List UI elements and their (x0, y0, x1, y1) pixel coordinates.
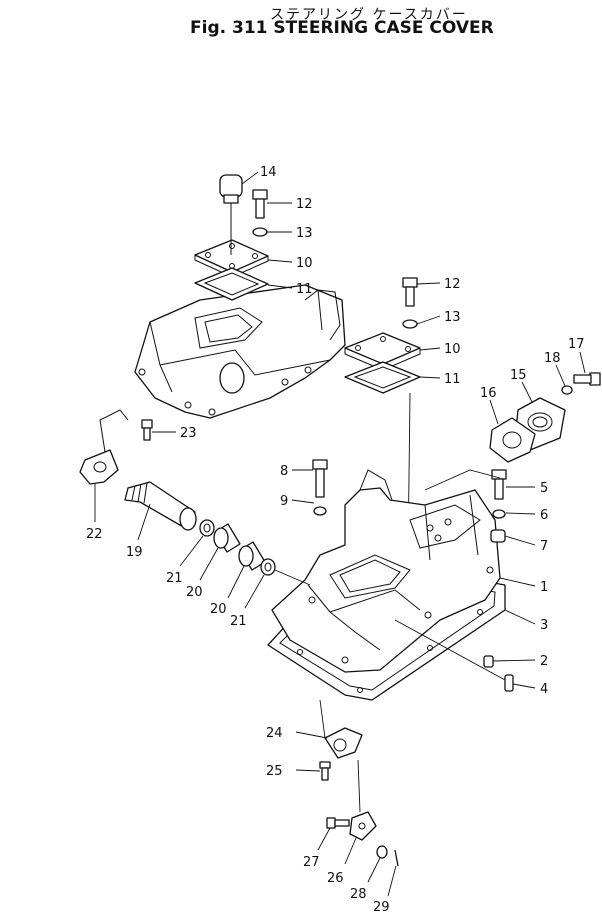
callout-20: 20 (186, 585, 203, 600)
callout-22: 22 (86, 527, 103, 542)
bolt-part-12a (252, 189, 268, 219)
ring-part-28 (376, 845, 388, 859)
link-part-26 (349, 811, 377, 841)
bearing-part-20a (213, 523, 241, 553)
callout-14: 14 (260, 165, 277, 180)
callout-12: 12 (296, 197, 313, 212)
callout-5: 5 (540, 481, 548, 496)
lever-part-24 (324, 727, 363, 759)
leader-lines (94, 171, 586, 897)
plate-part-10a (194, 210, 269, 278)
plug-part-2 (483, 655, 494, 668)
callout-9: 9 (280, 494, 288, 509)
bearing-part-20b (238, 541, 266, 571)
callout-19: 19 (126, 545, 143, 560)
callout-13: 13 (444, 310, 461, 325)
callout-3: 3 (540, 618, 548, 633)
bolt-part-23 (141, 419, 153, 441)
seal-part-21b (260, 558, 276, 576)
washer-part-13b (402, 319, 418, 329)
gasket-part-11a (194, 267, 269, 301)
callout-24: 24 (266, 726, 283, 741)
callout-1: 1 (540, 580, 548, 595)
gasket-part-11b (344, 361, 421, 394)
callout-12: 12 (444, 277, 461, 292)
callout-7: 7 (540, 539, 548, 554)
collar-part-7 (490, 529, 506, 543)
callout-11: 11 (444, 372, 461, 387)
callout-2: 2 (540, 654, 548, 669)
washer-part-13a (252, 227, 268, 237)
callout-21: 21 (230, 614, 247, 629)
upper-case-cover (134, 284, 346, 419)
gasket-part-16 (489, 417, 536, 463)
callout-18: 18 (544, 351, 561, 366)
steering-case-part-1 (271, 469, 501, 673)
bolt-part-5 (491, 469, 507, 500)
japanese-title: ステアリング ケースカバー (270, 7, 468, 23)
callout-15: 15 (510, 368, 527, 383)
callout-26: 26 (327, 871, 344, 886)
shaft-part-19 (124, 481, 197, 531)
callout-6: 6 (540, 508, 548, 523)
callout-17: 17 (568, 337, 585, 352)
callout-10: 10 (296, 256, 313, 271)
pin-part-4 (504, 674, 514, 692)
callout-27: 27 (303, 855, 320, 870)
callout-25: 25 (266, 764, 283, 779)
washer-part-6 (492, 509, 506, 519)
callout-10: 10 (444, 342, 461, 357)
callout-11: 11 (296, 282, 313, 297)
bolt-part-12b (402, 277, 418, 307)
callout-labels: 14 12 13 10 11 12 13 10 11 17 18 15 16 2… (86, 165, 585, 913)
bolt-part-8 (312, 459, 328, 498)
callout-16: 16 (480, 386, 497, 401)
figure-title: Fig. 311 STEERING CASE COVER (190, 18, 494, 38)
callout-29: 29 (373, 900, 390, 913)
washer-part-9 (313, 506, 327, 516)
washer-part-18 (561, 385, 573, 395)
bracket-part-22 (79, 409, 129, 485)
callout-23: 23 (180, 426, 197, 441)
callout-21: 21 (166, 571, 183, 586)
callout-28: 28 (350, 887, 367, 902)
callout-8: 8 (280, 464, 288, 479)
callout-13: 13 (296, 226, 313, 241)
bolt-part-17 (573, 372, 601, 386)
bolt-part-27 (326, 817, 350, 829)
bolt-part-25 (319, 761, 331, 781)
seal-part-21a (199, 519, 215, 537)
callout-20: 20 (210, 602, 227, 617)
pin-part-29 (394, 849, 399, 867)
callout-4: 4 (540, 682, 548, 697)
switch-part-14 (219, 174, 243, 210)
